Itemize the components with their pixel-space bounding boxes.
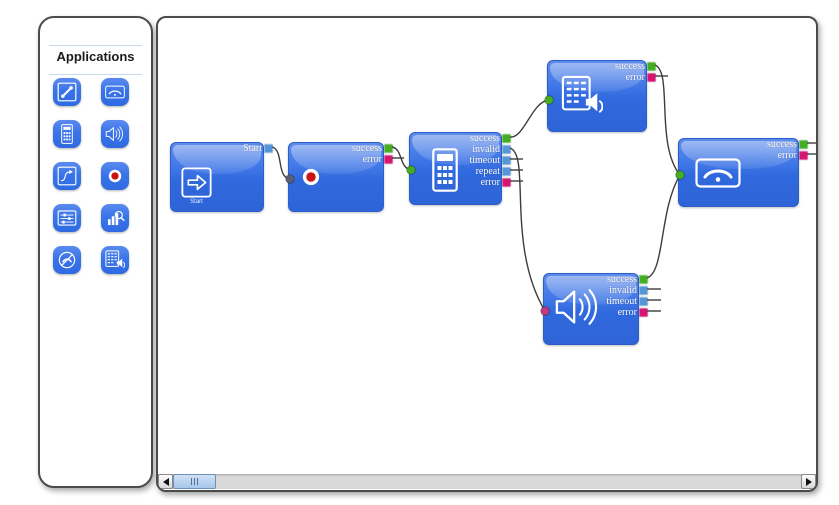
keypad-speaker-app-button[interactable] (101, 246, 129, 274)
separator (49, 45, 142, 46)
port-label: success (615, 60, 645, 72)
settings-icon (57, 208, 77, 228)
port-label: success (352, 142, 382, 154)
port-error[interactable] (502, 177, 511, 187)
port-repeat[interactable] (502, 166, 511, 176)
port-success[interactable] (502, 133, 511, 143)
port-invalid[interactable] (639, 285, 648, 295)
scroll-left-button[interactable] (158, 474, 173, 489)
port-label: error (362, 153, 382, 165)
port-label: repeat (475, 165, 500, 177)
node-caption: Start (190, 199, 203, 205)
scroll-right-button[interactable] (801, 474, 816, 489)
port-invalid[interactable] (502, 144, 511, 154)
flow-canvas[interactable] (156, 16, 818, 492)
port-success[interactable] (639, 274, 648, 284)
left-arrow-icon (162, 477, 169, 486)
chart-search-app-button[interactable] (101, 204, 129, 232)
keypad-speaker-icon (561, 75, 603, 117)
input-anchor-menu[interactable] (406, 165, 416, 175)
keypad-app-button[interactable] (53, 120, 81, 148)
separator (49, 74, 142, 75)
right-arrow-icon (805, 477, 812, 486)
applications-title: Applications (56, 49, 135, 64)
port-label: timeout (469, 154, 500, 166)
port-error[interactable] (647, 72, 656, 82)
input-anchor-announce[interactable] (544, 95, 554, 105)
answer-phone-icon (105, 82, 125, 102)
thumb-grip (197, 478, 198, 485)
speaker-icon (105, 124, 125, 144)
port-label: invalid (609, 284, 637, 296)
port-timeout[interactable] (639, 296, 648, 306)
port-start[interactable] (264, 143, 273, 153)
flow-icon (57, 166, 77, 186)
port-success[interactable] (799, 139, 808, 149)
answer-phone-icon (695, 158, 741, 188)
record-icon (105, 166, 125, 186)
port-label: success (767, 138, 797, 150)
port-label: error (777, 149, 797, 161)
port-error[interactable] (639, 307, 648, 317)
call-app-button[interactable] (53, 78, 81, 106)
answer-phone-app-button[interactable] (101, 78, 129, 106)
scrollbar-thumb[interactable] (173, 474, 216, 489)
app-icon-grid (53, 78, 129, 274)
flow-app-button[interactable] (53, 162, 81, 190)
port-label: error (480, 176, 500, 188)
keypad-icon (57, 124, 77, 144)
no-phone-icon (57, 250, 77, 270)
port-error[interactable] (384, 154, 393, 164)
port-label: success (470, 132, 500, 144)
no-phone-app-button[interactable] (53, 246, 81, 274)
port-success[interactable] (384, 143, 393, 153)
input-anchor-playback[interactable] (540, 306, 550, 316)
keypad-speaker-icon (105, 250, 125, 270)
record-icon (298, 164, 324, 190)
record-app-button[interactable] (101, 162, 129, 190)
port-success[interactable] (647, 61, 656, 71)
applications-panel: Applications (38, 16, 153, 488)
speaker-icon (554, 284, 602, 330)
chart-search-icon (105, 208, 125, 228)
call-icon (57, 82, 77, 102)
port-label: Start (243, 142, 262, 154)
port-timeout[interactable] (502, 155, 511, 165)
input-anchor-hangup[interactable] (675, 170, 685, 180)
port-label: success (607, 273, 637, 285)
settings-app-button[interactable] (53, 204, 81, 232)
horizontal-scrollbar[interactable] (158, 474, 816, 489)
port-label: error (625, 71, 645, 83)
port-label: error (617, 306, 637, 318)
port-label: timeout (606, 295, 637, 307)
start-arrow-icon (181, 167, 212, 198)
port-error[interactable] (799, 150, 808, 160)
thumb-grip (194, 478, 195, 485)
port-label: invalid (472, 143, 500, 155)
keypad-icon (432, 148, 458, 192)
input-anchor-record[interactable] (285, 174, 295, 184)
speaker-app-button[interactable] (101, 120, 129, 148)
thumb-grip (191, 478, 192, 485)
